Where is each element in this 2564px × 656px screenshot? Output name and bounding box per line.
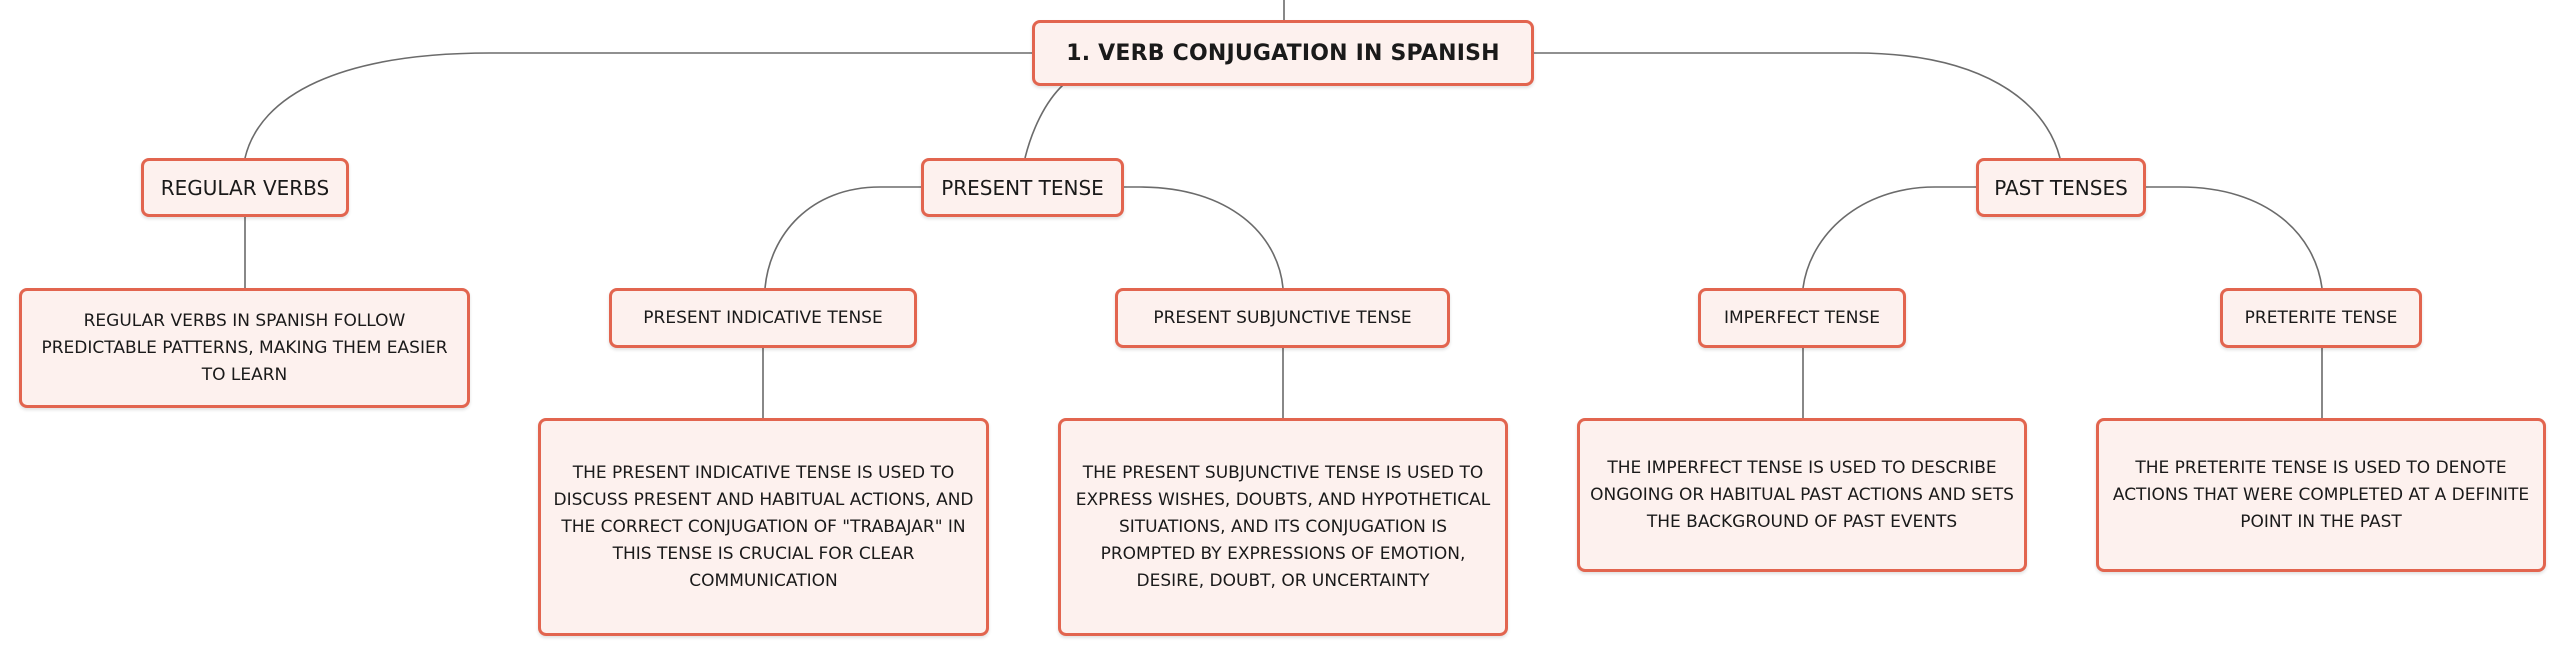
present-tense-node[interactable]: PRESENT TENSE bbox=[921, 158, 1124, 217]
present-subjunctive-detail-text: THE PRESENT SUBJUNCTIVE TENSE IS USED TO… bbox=[1075, 462, 1491, 591]
preterite-detail-text: THE PRETERITE TENSE IS USED TO DENOTE AC… bbox=[2112, 457, 2530, 532]
root-node[interactable]: 1. VERB CONJUGATION IN SPANISH bbox=[1032, 20, 1534, 86]
preterite-tense-label: PRETERITE TENSE bbox=[2244, 308, 2398, 328]
connector-past-preterite bbox=[2144, 186, 2323, 289]
present-subjunctive-label: PRESENT SUBJUNCTIVE TENSE bbox=[1153, 308, 1412, 328]
present-indicative-detail-text: THE PRESENT INDICATIVE TENSE IS USED TO … bbox=[553, 462, 974, 591]
past-tenses-node[interactable]: PAST TENSES bbox=[1976, 158, 2146, 217]
present-tense-label: PRESENT TENSE bbox=[941, 175, 1104, 200]
preterite-detail-node[interactable]: THE PRETERITE TENSE IS USED TO DENOTE AC… bbox=[2096, 418, 2546, 572]
imperfect-detail-node[interactable]: THE IMPERFECT TENSE IS USED TO DESCRIBE … bbox=[1577, 418, 2027, 572]
regular-verbs-detail-text: REGULAR VERBS IN SPANISH FOLLOW PREDICTA… bbox=[41, 310, 448, 385]
imperfect-tense-node[interactable]: IMPERFECT TENSE bbox=[1698, 288, 1906, 348]
root-node-label: 1. VERB CONJUGATION IN SPANISH bbox=[1066, 40, 1500, 66]
connector-root-present-tense bbox=[1024, 84, 1064, 159]
present-indicative-label: PRESENT INDICATIVE TENSE bbox=[643, 308, 883, 328]
regular-verbs-node[interactable]: REGULAR VERBS bbox=[141, 158, 349, 217]
connector-root-regular-verbs bbox=[244, 52, 1032, 159]
imperfect-tense-label: IMPERFECT TENSE bbox=[1723, 308, 1881, 328]
present-indicative-node[interactable]: PRESENT INDICATIVE TENSE bbox=[609, 288, 917, 348]
past-tenses-label: PAST TENSES bbox=[1994, 175, 2128, 200]
connector-present-indicative bbox=[764, 186, 924, 289]
connector-past-imperfect bbox=[1802, 186, 1978, 289]
present-subjunctive-detail-node[interactable]: THE PRESENT SUBJUNCTIVE TENSE IS USED TO… bbox=[1058, 418, 1508, 636]
imperfect-detail-text: THE IMPERFECT TENSE IS USED TO DESCRIBE … bbox=[1590, 457, 2014, 532]
regular-verbs-detail-node[interactable]: REGULAR VERBS IN SPANISH FOLLOW PREDICTA… bbox=[19, 288, 470, 408]
present-indicative-detail-node[interactable]: THE PRESENT INDICATIVE TENSE IS USED TO … bbox=[538, 418, 989, 636]
connector-present-subjunctive bbox=[1124, 186, 1284, 289]
regular-verbs-label: REGULAR VERBS bbox=[160, 175, 330, 200]
connector-root-past-tenses bbox=[1532, 52, 2061, 159]
preterite-tense-node[interactable]: PRETERITE TENSE bbox=[2220, 288, 2422, 348]
present-subjunctive-node[interactable]: PRESENT SUBJUNCTIVE TENSE bbox=[1115, 288, 1450, 348]
